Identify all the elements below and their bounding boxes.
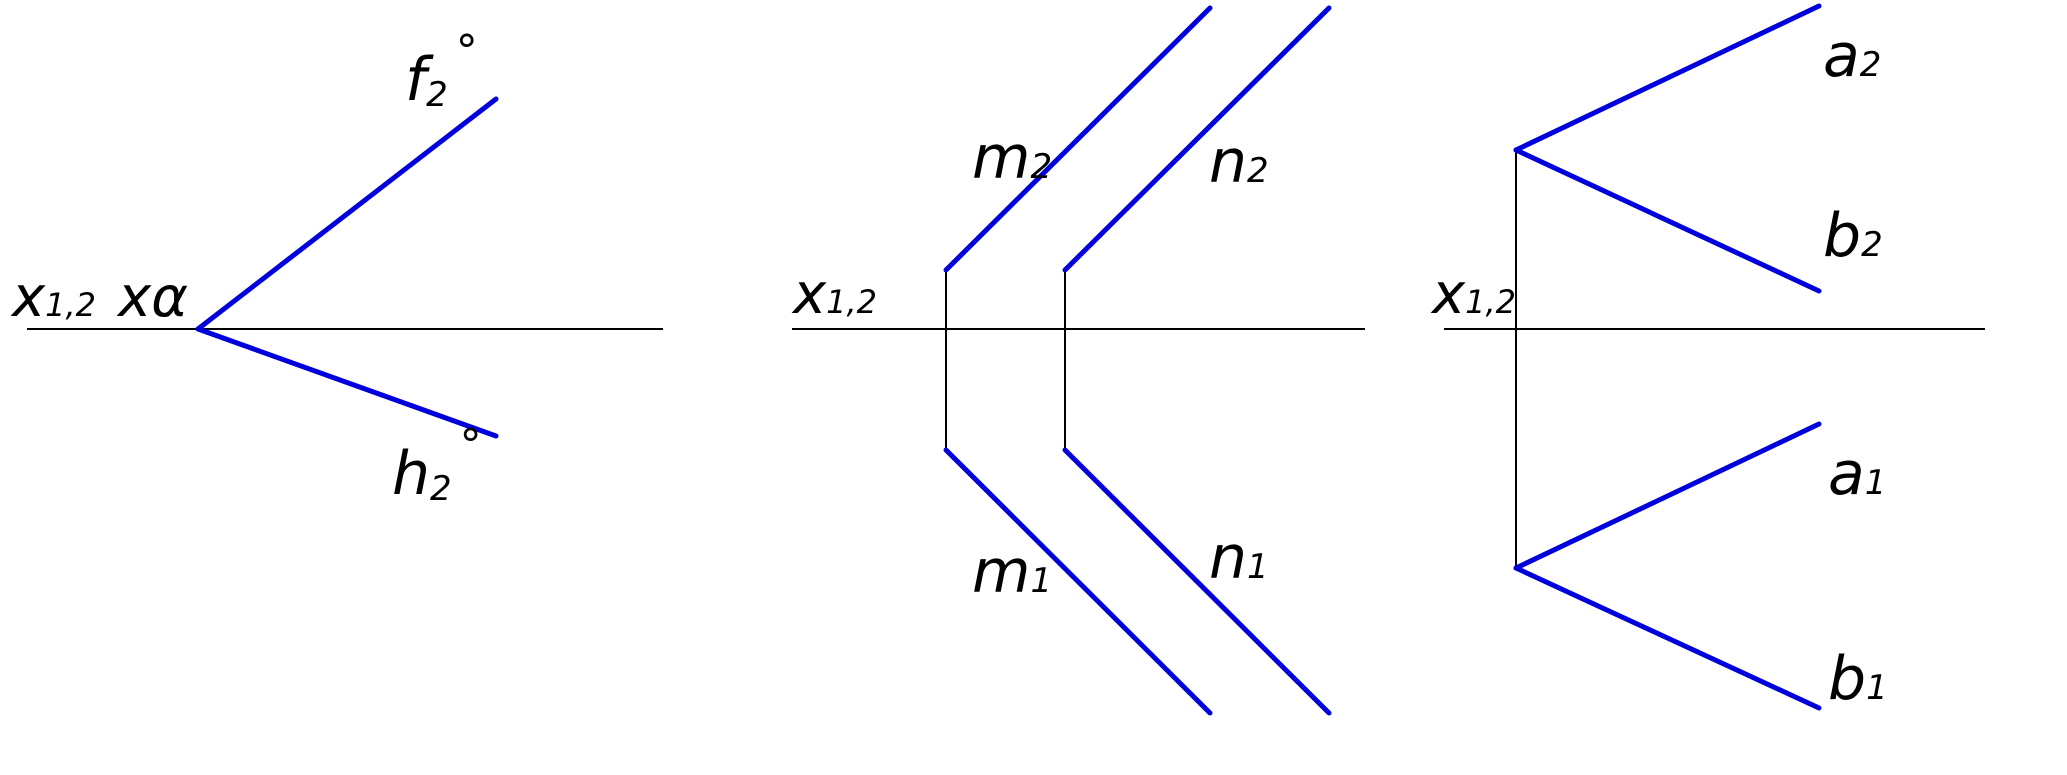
panel-1-traces: x1,2 xα f2° h2° [10, 26, 663, 509]
panel-3-line-b2 [1513, 147, 1822, 294]
panel-2-label-m2: m2 [972, 123, 1052, 193]
panel-2-label-n2: n2 [1209, 127, 1269, 197]
panel-1-point-label-xalpha: xα [116, 265, 188, 330]
panel-2-line-m2 [943, 5, 1213, 273]
panel-3-axis-label: x1,2 [1430, 262, 1516, 327]
panel-2-line-n2 [1062, 5, 1332, 273]
panel-2-parallel-lines: x1,2 m2 n2 m1 n1 [791, 5, 1365, 716]
panel-1-line-f2 [195, 96, 499, 332]
panel-3-label-b1: b1 [1828, 644, 1888, 714]
panel-3-line-a1 [1513, 421, 1822, 571]
panel-2-line-n1 [1062, 447, 1332, 716]
panel-3-intersecting-lines: x1,2 a2 b2 a1 b1 [1430, 3, 1985, 714]
panel-1-axis-label: x1,2 [10, 265, 96, 330]
panel-2-axis-label: x1,2 [791, 262, 877, 327]
panel-3-label-a1: a1 [1828, 439, 1886, 509]
panel-1-line-h2 [195, 326, 499, 439]
panel-1-label-h2: h2° [392, 420, 482, 509]
panel-2-label-m1: m1 [972, 537, 1052, 607]
panel-3-line-a2 [1513, 3, 1822, 153]
panel-3-line-b1 [1513, 565, 1822, 711]
panel-3-label-a2: a2 [1823, 21, 1881, 91]
panel-2-line-m1 [943, 447, 1213, 716]
panel-1-label-f2: f2° [405, 26, 478, 115]
panel-3-label-b2: b2 [1823, 201, 1883, 271]
panel-2-label-n1: n1 [1209, 523, 1269, 593]
